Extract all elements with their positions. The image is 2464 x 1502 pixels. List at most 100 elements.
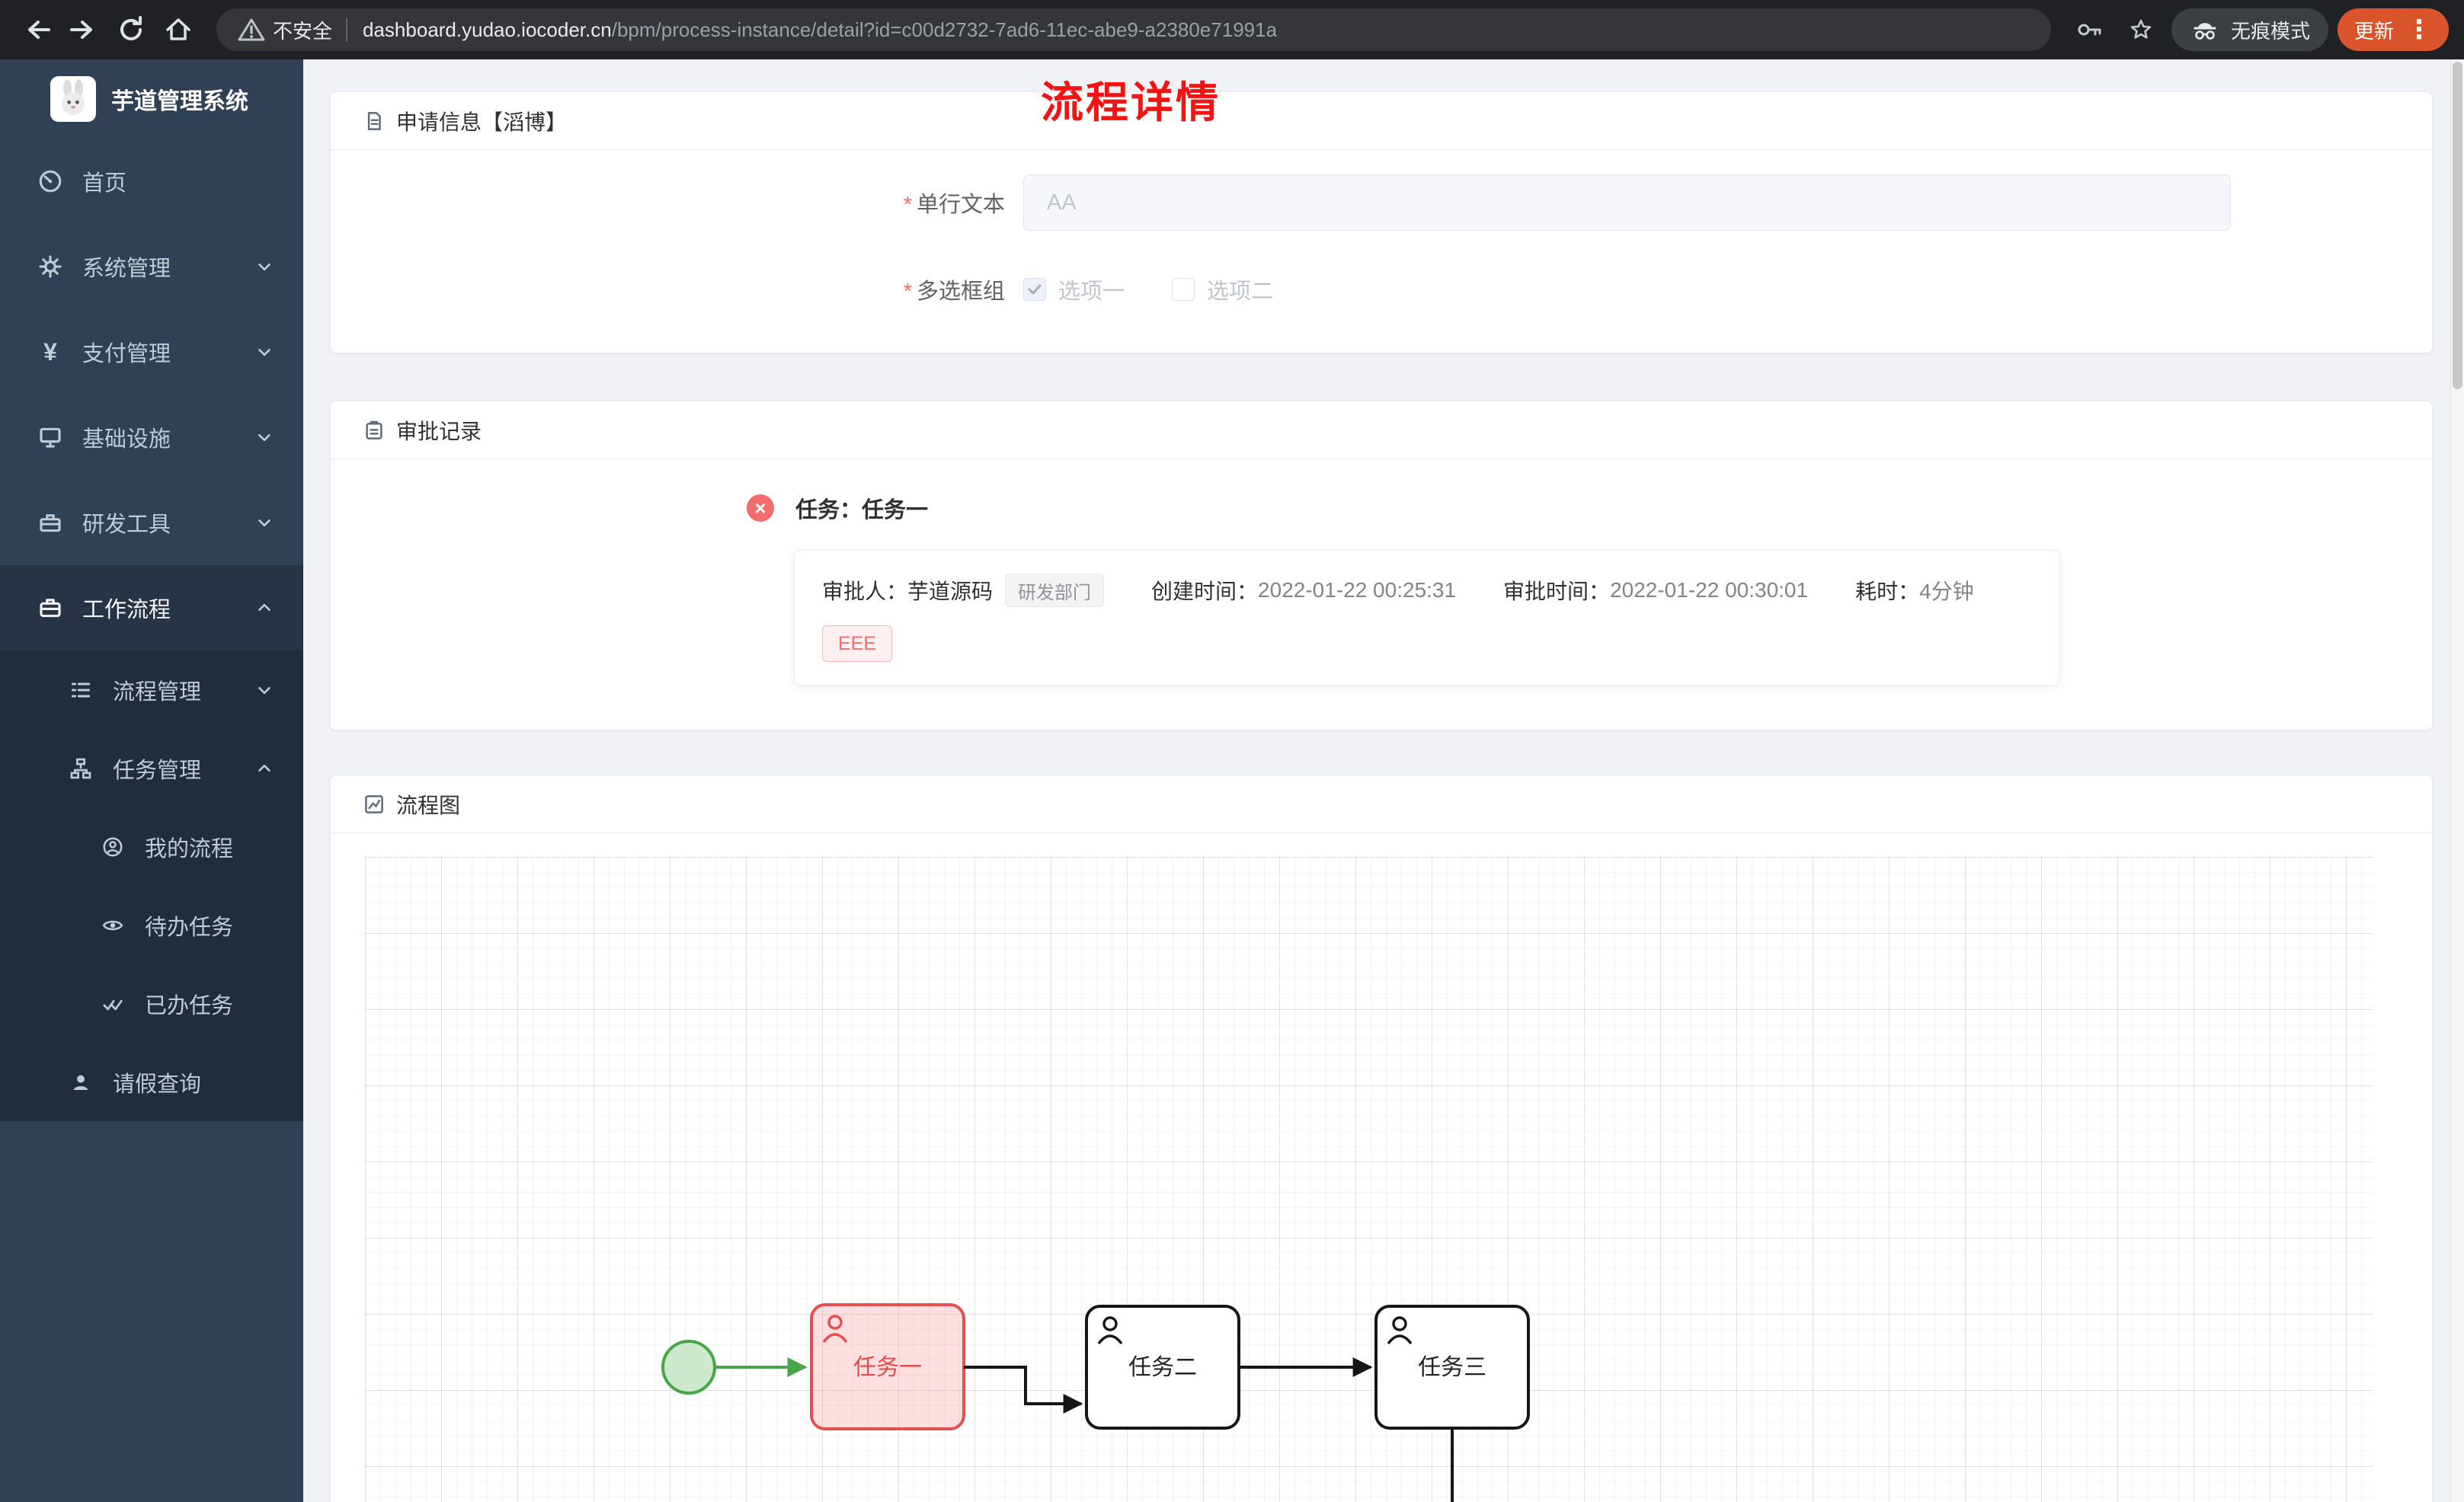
required-mark: * bbox=[903, 280, 912, 304]
eye-icon bbox=[98, 914, 128, 937]
approval-records-card-title: 审批记录 bbox=[396, 419, 482, 443]
sidebar-item-label: 研发工具 bbox=[82, 513, 171, 537]
home-icon bbox=[166, 18, 190, 40]
start-event-node[interactable] bbox=[661, 1340, 716, 1395]
user-task-node-3[interactable]: 任务三 bbox=[1374, 1305, 1530, 1430]
sidebar-item-my-processes[interactable]: 我的流程 bbox=[0, 807, 303, 886]
checkbox-option-2[interactable]: 选项二 bbox=[1172, 273, 1273, 305]
sidebar-item-label: 系统管理 bbox=[82, 257, 171, 281]
back-icon bbox=[28, 21, 50, 39]
sidebar-item-label: 首页 bbox=[82, 171, 127, 196]
incognito-badge: 无痕模式 bbox=[2171, 8, 2328, 51]
approved-time-label: 审批时间： bbox=[1503, 580, 1611, 603]
page-scrollbar[interactable] bbox=[2450, 59, 2464, 1502]
created-time-group: 创建时间： 2022-01-22 00:25:31 bbox=[1151, 575, 1456, 606]
back-button[interactable] bbox=[15, 8, 58, 51]
user-task-node-1[interactable]: 任务一 bbox=[810, 1303, 965, 1430]
checkbox-checked-icon bbox=[1023, 278, 1046, 301]
approver-group: 审批人： 芋道源码 研发部门 bbox=[822, 574, 1105, 607]
checkbox-group-row: *多选框组 选项一 选项二 bbox=[331, 273, 2432, 305]
user-task-node-2[interactable]: 任务二 bbox=[1085, 1305, 1240, 1430]
not-secure-warning-icon bbox=[238, 18, 265, 41]
chevron-down-icon bbox=[254, 680, 274, 700]
sidebar-item-pending-tasks[interactable]: 待办任务 bbox=[0, 886, 303, 964]
sidebar: 芋道管理系统 首页 系统管理 ¥ 支付管理 基础设施 研发工具 工作流程 流程管… bbox=[0, 59, 303, 1502]
task-title: 任务：任务一 bbox=[795, 498, 929, 523]
sidebar-item-home[interactable]: 首页 bbox=[0, 139, 303, 224]
sidebar-item-workflow[interactable]: 工作流程 bbox=[0, 565, 303, 650]
single-line-text-input[interactable]: AA bbox=[1023, 174, 2231, 231]
sidebar-item-done-tasks[interactable]: 已办任务 bbox=[0, 964, 303, 1043]
chevron-up-icon bbox=[254, 759, 274, 778]
checkbox-option-1[interactable]: 选项一 bbox=[1023, 273, 1125, 305]
checkbox-group: 选项一 选项二 bbox=[1023, 273, 1273, 305]
single-line-text-value: AA bbox=[1047, 190, 1077, 215]
created-time-value: 2022-01-22 00:25:31 bbox=[1258, 578, 1457, 602]
sidebar-item-label: 基础设施 bbox=[82, 427, 171, 452]
key-button[interactable] bbox=[2068, 8, 2110, 51]
checkbox-option-label: 选项一 bbox=[1058, 280, 1125, 304]
yen-icon: ¥ bbox=[43, 338, 57, 366]
main-content: 流程详情 申请信息【滔博】 *单行文本 AA *多选框组 选项一 bbox=[303, 59, 2464, 1502]
address-bar[interactable]: 不安全 dashboard.yudao.iocoder.cn/bpm/proce… bbox=[216, 8, 2051, 51]
tools-icon bbox=[35, 510, 66, 535]
home-button[interactable] bbox=[157, 8, 200, 51]
apply-info-card: 申请信息【滔博】 *单行文本 AA *多选框组 选项一 选项二 bbox=[330, 91, 2433, 353]
duration-label: 耗时： bbox=[1855, 580, 1920, 603]
document-icon bbox=[363, 110, 386, 133]
sidebar-item-label: 已办任务 bbox=[145, 993, 234, 1018]
checkbox-unchecked-icon bbox=[1172, 278, 1195, 301]
infrastructure-icon bbox=[35, 424, 66, 450]
sidebar-item-task-management[interactable]: 任务管理 bbox=[0, 729, 303, 807]
created-time-label: 创建时间： bbox=[1151, 580, 1259, 603]
chevron-down-icon bbox=[254, 342, 274, 362]
app-logo[interactable]: 芋道管理系统 bbox=[0, 59, 303, 139]
sidebar-item-infrastructure[interactable]: 基础设施 bbox=[0, 395, 303, 480]
dashboard-icon bbox=[35, 168, 66, 194]
apply-info-card-body: *单行文本 AA *多选框组 选项一 选项二 bbox=[331, 174, 2432, 305]
sidebar-item-label: 待办任务 bbox=[145, 915, 234, 940]
forward-button[interactable] bbox=[62, 8, 105, 51]
reload-button[interactable] bbox=[110, 8, 152, 51]
department-tag: 研发部门 bbox=[1005, 574, 1105, 607]
sidebar-item-payment[interactable]: ¥ 支付管理 bbox=[0, 309, 303, 395]
process-diagram-card-header: 流程图 bbox=[331, 775, 2432, 833]
approval-record-row: 审批人： 芋道源码 研发部门 创建时间： 2022-01-22 00:25:31… bbox=[822, 574, 2031, 607]
update-label: 更新 bbox=[2354, 19, 2394, 43]
url-path: /bpm/process-instance/detail?id=c00d2732… bbox=[611, 18, 1278, 41]
sidebar-item-label: 请假查询 bbox=[113, 1072, 202, 1097]
my-process-icon bbox=[98, 836, 128, 858]
approved-time-value: 2022-01-22 00:30:01 bbox=[1610, 578, 1809, 602]
process-diagram-card: 流程图 bbox=[330, 775, 2433, 1502]
star-icon bbox=[2130, 19, 2152, 39]
bookmark-button[interactable] bbox=[2120, 8, 2162, 51]
not-secure-label: 不安全 bbox=[273, 19, 333, 43]
timeline-task-row: × 任务：任务一 bbox=[747, 492, 2432, 524]
sidebar-item-label: 任务管理 bbox=[113, 758, 202, 783]
sidebar-item-label: 支付管理 bbox=[82, 342, 171, 366]
update-button[interactable]: 更新 ⋮ bbox=[2337, 8, 2449, 51]
url-host: dashboard.yudao.iocoder.cn bbox=[363, 18, 612, 41]
menu-dots-icon: ⋮ bbox=[2406, 15, 2432, 44]
chevron-down-icon bbox=[254, 513, 274, 532]
scrollbar-thumb[interactable] bbox=[2453, 62, 2462, 389]
user-task-icon bbox=[822, 1315, 848, 1344]
bpmn-diagram: 任务一 任务二 bbox=[661, 1303, 1530, 1502]
comment-tag: EEE bbox=[822, 625, 893, 662]
rejected-x-icon: × bbox=[747, 494, 774, 522]
rabbit-avatar bbox=[50, 76, 96, 122]
sidebar-item-process-management[interactable]: 流程管理 bbox=[0, 650, 303, 729]
sidebar-item-label: 我的流程 bbox=[145, 836, 234, 861]
user-task-icon bbox=[1097, 1316, 1123, 1345]
chevron-down-icon bbox=[254, 257, 274, 276]
sidebar-item-leave-query[interactable]: 请假查询 bbox=[0, 1043, 303, 1121]
diagram-icon bbox=[363, 793, 386, 816]
done-tasks-icon bbox=[98, 992, 128, 1015]
sidebar-item-system[interactable]: 系统管理 bbox=[0, 224, 303, 309]
checkbox-group-label: *多选框组 bbox=[903, 280, 1005, 304]
sidebar-item-dev-tools[interactable]: 研发工具 bbox=[0, 480, 303, 565]
incognito-icon bbox=[2194, 23, 2216, 40]
bpmn-canvas[interactable]: 任务一 任务二 bbox=[365, 857, 2373, 1502]
reload-icon bbox=[120, 16, 142, 40]
gear-icon bbox=[35, 254, 66, 280]
